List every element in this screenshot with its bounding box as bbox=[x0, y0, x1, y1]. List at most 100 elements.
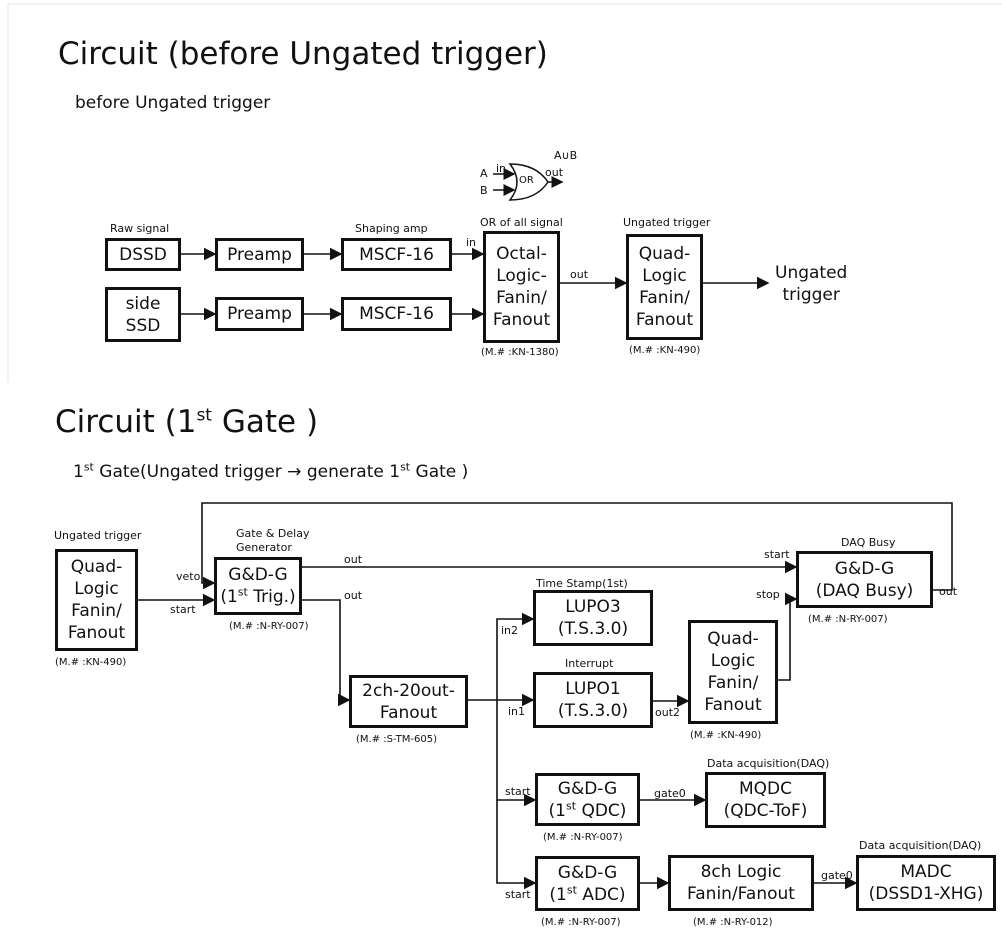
quad3-line2: Logic bbox=[710, 651, 756, 671]
label-start-adc: start bbox=[505, 888, 531, 901]
lupo3-box: LUPO3 (T.S.3.0) bbox=[533, 590, 653, 646]
quad-logic-fanin-fanout-box-3: Quad- Logic Fanin/ Fanout bbox=[688, 620, 778, 724]
section1-title: Circuit (before Ungated trigger) bbox=[58, 36, 548, 72]
gdg-trig-2a: (1 bbox=[220, 587, 238, 607]
preamp-box-2: Preamp bbox=[215, 297, 304, 331]
mscf16-2-text: MSCF-16 bbox=[359, 304, 434, 324]
gdg-trig-2b: Trig.) bbox=[247, 587, 296, 607]
lupo1-line1: LUPO1 bbox=[565, 679, 621, 699]
section2-title-pre: Circuit (1 bbox=[55, 404, 197, 440]
side-ssd-line1: side bbox=[125, 293, 161, 314]
or-gate-symbol bbox=[508, 163, 549, 201]
madc-line1: MADC bbox=[900, 862, 952, 882]
octal-line4: Fanout bbox=[492, 310, 551, 330]
model-logic8: (M.# :N-RY-012) bbox=[693, 917, 773, 928]
output-line2: trigger bbox=[782, 285, 840, 305]
quad1-line1: Quad- bbox=[638, 244, 691, 264]
quad-logic-fanin-fanout-box-1: Quad- Logic Fanin/ Fanout bbox=[626, 234, 703, 340]
label-gate0-1: gate0 bbox=[654, 787, 686, 800]
legend-out: out bbox=[545, 166, 564, 179]
label-shaping-amp: Shaping amp bbox=[355, 222, 428, 235]
madc-line2: (DSSD1-XHG) bbox=[868, 884, 984, 904]
gdg-adc-2s: st bbox=[566, 882, 577, 896]
gdg-qdc-line2: (1st QDC) bbox=[549, 800, 627, 822]
dssd-box: DSSD bbox=[105, 238, 181, 271]
label-veto: veto bbox=[176, 570, 201, 583]
quad2-line1: Quad- bbox=[70, 557, 123, 577]
label-ungated-trigger: Ungated trigger bbox=[623, 216, 711, 229]
octal-line3: Fanin/ bbox=[496, 288, 547, 308]
mscf16-box-2: MSCF-16 bbox=[341, 297, 452, 331]
gdg-qdc-box: G&D-G (1st QDC) bbox=[535, 773, 640, 826]
label-in: in bbox=[466, 236, 477, 249]
gdg-daq-busy-box: G&D-G (DAQ Busy) bbox=[796, 551, 933, 608]
mscf16-1-text: MSCF-16 bbox=[359, 244, 434, 265]
section1-subtitle: before Ungated trigger bbox=[75, 93, 271, 113]
label-start-qdc: start bbox=[505, 785, 531, 798]
model-quad-3: (M.# :KN-490) bbox=[690, 730, 762, 741]
label-out-1: out bbox=[344, 553, 363, 566]
label-in2: in2 bbox=[501, 624, 519, 637]
label-daq-1: Data acquisition(DAQ) bbox=[707, 757, 830, 770]
model-gdg-trig: (M.# :N-RY-007) bbox=[229, 621, 309, 632]
quad-logic-fanin-fanout-box-2: Quad- Logic Fanin/ Fanout bbox=[55, 549, 138, 651]
gdg-trig-2s: st bbox=[237, 585, 248, 599]
label-in1: in1 bbox=[508, 705, 526, 718]
label-daq-busy: DAQ Busy bbox=[841, 536, 896, 549]
quad1-line3: Fanin/ bbox=[639, 288, 690, 308]
preamp-1-text: Preamp bbox=[227, 244, 292, 265]
gdg-adc-box: G&D-G (1st ADC) bbox=[535, 856, 640, 911]
gdg-busy-line1: G&D-G bbox=[834, 558, 895, 579]
s2-sub-p1: 1 bbox=[73, 462, 84, 482]
gdg-adc-line1: G&D-G bbox=[557, 862, 618, 883]
label-gate0-2: gate0 bbox=[821, 869, 853, 882]
model-gdg-busy: (M.# :N-RY-007) bbox=[808, 614, 888, 625]
octal-line1: Octal- bbox=[496, 244, 547, 264]
mqdc-line1: MQDC bbox=[738, 779, 792, 799]
wire-gdg-fanout bbox=[302, 599, 351, 707]
s2-sub-p3: Gate ) bbox=[410, 462, 469, 482]
gdg-adc-line2: (1st ADC) bbox=[549, 884, 625, 906]
madc-box: MADC (DSSD1-XHG) bbox=[856, 855, 996, 911]
fanout-box: 2ch-20out- Fanout bbox=[349, 675, 468, 728]
mscf16-box-1: MSCF-16 bbox=[341, 238, 452, 271]
model-gdg-qdc: (M.# :N-RY-007) bbox=[543, 832, 623, 843]
gdg-qdc-2b: QDC) bbox=[576, 800, 627, 821]
lupo3-line2: (T.S.3.0) bbox=[557, 619, 629, 639]
gdg-adc-2a: (1 bbox=[549, 884, 567, 905]
mqdc-box: MQDC (QDC-ToF) bbox=[705, 772, 826, 828]
quad2-line2: Logic bbox=[74, 579, 119, 599]
preamp-box-1: Preamp bbox=[215, 238, 304, 271]
section2-title-sup: st bbox=[196, 405, 212, 426]
wire-fanout-lupo3 bbox=[496, 612, 535, 700]
gdg-busy-line2: (DAQ Busy) bbox=[815, 580, 914, 601]
model-fanout: (M.# :S-TM-605) bbox=[356, 734, 438, 745]
gdg-adc-2b: ADC) bbox=[576, 884, 626, 905]
label-out: out bbox=[570, 268, 589, 281]
wire-quad-busy-stop bbox=[778, 592, 798, 681]
logic8-line2: Fanin/Fanout bbox=[687, 884, 795, 904]
quad1-line4: Fanout bbox=[635, 310, 694, 330]
section2-title: Circuit (1st Gate ) bbox=[55, 404, 318, 440]
lupo1-line2: (T.S.3.0) bbox=[557, 701, 629, 721]
lupo1-box: LUPO1 (T.S.3.0) bbox=[533, 672, 653, 728]
s2-sub-s1: st bbox=[83, 460, 94, 474]
or-gate-legend bbox=[493, 163, 564, 201]
quad3-line4: Fanout bbox=[704, 695, 762, 715]
s2-sub-p2: Gate(Ungated trigger → generate 1 bbox=[93, 462, 401, 482]
legend-a: A bbox=[480, 167, 488, 180]
model-octal: (M.# :KN-1380) bbox=[481, 347, 559, 358]
quad2-line3: Fanin/ bbox=[71, 601, 122, 621]
preamp-2-text: Preamp bbox=[227, 304, 292, 324]
label-out-busy: out bbox=[939, 585, 958, 598]
model-quad-1: (M.# :KN-490) bbox=[629, 345, 701, 356]
output-line1: Ungated bbox=[775, 263, 848, 283]
logic8-box: 8ch Logic Fanin/Fanout bbox=[668, 855, 814, 911]
label-out2: out2 bbox=[655, 706, 681, 719]
gdg-qdc-2a: (1 bbox=[548, 800, 566, 821]
gdg-qdc-line1: G&D-G bbox=[557, 778, 618, 799]
quad3-line3: Fanin/ bbox=[707, 673, 759, 693]
legend-b: B bbox=[480, 184, 488, 197]
